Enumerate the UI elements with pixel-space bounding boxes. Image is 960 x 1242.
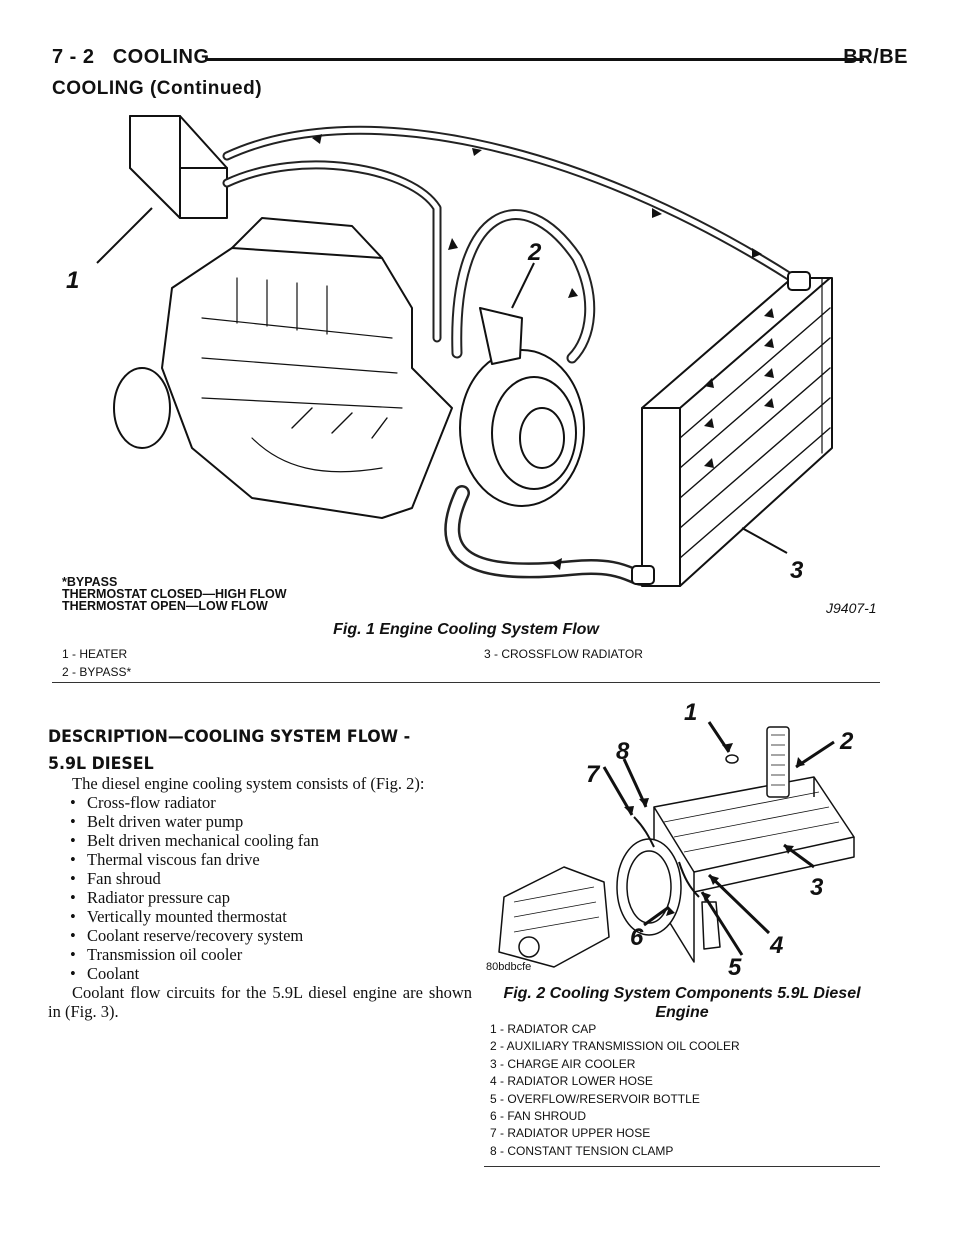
cooling-components-illustration: 1 2 3 4 5 6 7 8 80bdbcfe [486, 699, 855, 979]
section-body: The diesel engine cooling system consist… [48, 774, 472, 1021]
header-rule [205, 58, 864, 61]
fig2-legend-item: 7 - RADIATOR UPPER HOSE [490, 1126, 651, 1141]
fig1-callout-3: 3 [790, 557, 804, 584]
bypass-note-line-1: *BYPASS [62, 575, 118, 589]
list-item: •Fan shroud [70, 869, 161, 888]
fig2-legend: 1 - RADIATOR CAP 2 - AUXILIARY TRANSMISS… [490, 1021, 740, 1160]
fig1-caption: Fig. 1 Engine Cooling System Flow [333, 621, 599, 638]
fig2-legend-item: 1 - RADIATOR CAP [490, 1022, 597, 1036]
list-item: •Thermal viscous fan drive [70, 850, 260, 869]
fig2-callout-1: 1 [684, 699, 697, 726]
page-header-left: 7 - 2 COOLING [52, 46, 210, 69]
fig2-callout-8: 8 [616, 738, 630, 765]
list-item: •Coolant reserve/recovery system [70, 926, 304, 945]
fig2-callout-5: 5 [728, 954, 742, 979]
fig2-callout-3: 3 [810, 874, 824, 901]
bypass-note: *BYPASS THERMOSTAT CLOSED—HIGH FLOW THER… [62, 575, 287, 613]
list-item: •Belt driven water pump [70, 812, 244, 831]
bypass-note-line-3: THERMOSTAT OPEN—LOW FLOW [62, 599, 268, 613]
fig1-legend-item: 1 - HEATER [62, 647, 128, 661]
fig2-legend-item: 5 - OVERFLOW/RESERVOIR BOTTLE [490, 1091, 700, 1106]
fig2-legend-item: 3 - CHARGE AIR COOLER [490, 1056, 636, 1071]
fig2-reference-code: 80bdbcfe [486, 961, 531, 973]
fig1-callout-1: 1 [66, 267, 79, 294]
fig2-legend-item: 8 - CONSTANT TENSION CLAMP [490, 1143, 674, 1158]
fig1-legend-right: 3 - CROSSFLOW RADIATOR [484, 645, 643, 663]
fig2-callout-6: 6 [630, 924, 644, 951]
fig1-callout-2: 2 [527, 239, 542, 266]
list-item: •Vertically mounted thermostat [70, 907, 287, 926]
component-list: •Cross-flow radiator •Belt driven water … [48, 793, 472, 983]
fig2-divider [484, 1166, 880, 1167]
page-number: 7 - 2 [52, 46, 95, 68]
fig2-callout-7: 7 [586, 761, 601, 788]
fig2-callout-2: 2 [839, 728, 854, 755]
list-item: •Radiator pressure cap [70, 888, 230, 907]
fig2-legend-item: 2 - AUXILIARY TRANSMISSION OIL COOLER [490, 1039, 740, 1054]
closing-paragraph: Coolant flow circuits for the 5.9L diese… [48, 983, 472, 1021]
fig2-legend-item: 6 - FAN SHROUD [490, 1109, 587, 1124]
continued-heading: COOLING (Continued) [52, 78, 263, 99]
list-item: •Cross-flow radiator [70, 793, 216, 812]
bypass-note-line-2: THERMOSTAT CLOSED—HIGH FLOW [62, 587, 287, 601]
engine-cooling-flow-illustration: 1 2 3 [66, 115, 833, 587]
intro-paragraph: The diesel engine cooling system consist… [72, 774, 425, 793]
fig1-legend-left: 1 - HEATER 2 - BYPASS* [62, 645, 131, 681]
list-item: •Transmission oil cooler [70, 945, 243, 964]
section-title: DESCRIPTION—COOLING SYSTEM FLOW - 5.9L D… [48, 727, 411, 774]
fig1-legend-item: 3 - CROSSFLOW RADIATOR [484, 647, 643, 661]
list-item: •Coolant [70, 964, 140, 983]
fig1-divider [52, 682, 880, 683]
fig1-reference-code: J9407-1 [826, 600, 877, 616]
fig2-callout-4: 4 [769, 932, 783, 959]
model-code: BR/BE [843, 46, 908, 68]
fig1-legend-item: 2 - BYPASS* [62, 665, 132, 679]
list-item: •Belt driven mechanical cooling fan [70, 831, 319, 850]
fig2-legend-item: 4 - RADIATOR LOWER HOSE [490, 1074, 653, 1089]
fig2-caption: Fig. 2 Cooling System Components 5.9L Di… [503, 985, 861, 1021]
section-name: COOLING [112, 46, 210, 68]
